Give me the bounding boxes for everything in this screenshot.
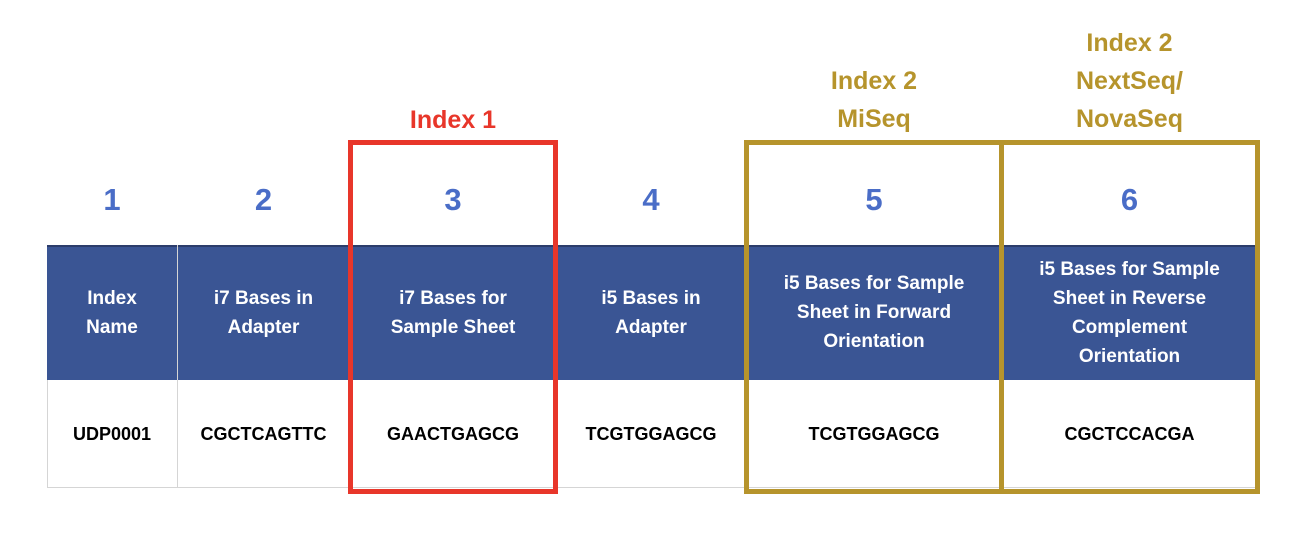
column-number-5: 5: [865, 182, 883, 217]
header-i5-forward: i5 Bases for Sample Sheet in Forward Ori…: [783, 273, 965, 352]
header-i5-reverse-complement: i5 Bases for Sample Sheet in Reverse Com…: [1039, 258, 1220, 367]
cell-i5-forward: TCGTGGAGCG: [808, 423, 940, 444]
header-i7-bases-sample-sheet: i7 Bases for Sample Sheet: [390, 287, 516, 338]
grid-line: [177, 245, 178, 488]
index1-label: Index 1: [409, 106, 497, 134]
column-number-4: 4: [642, 182, 660, 217]
index2-miseq-label: Index 2 MiSeq: [830, 67, 918, 133]
column-number-3: 3: [444, 182, 462, 217]
index1-highlight-box: [348, 140, 558, 494]
cell-i5-reverse-complement: CGCTCCACGA: [1064, 423, 1195, 444]
grid-line: [47, 487, 1255, 488]
table-header-band: [47, 245, 1255, 380]
cell-index-name: UDP0001: [72, 423, 152, 444]
cell-i7-adapter: CGCTCAGTTC: [200, 423, 327, 444]
index2-divider: [999, 140, 1004, 494]
cell-i5-adapter: TCGTGGAGCG: [585, 423, 717, 444]
header-index-name: Index Name: [86, 287, 138, 338]
index2-nextseq-label: Index 2 NextSeq/ NovaSeq: [1076, 29, 1183, 133]
column-number-1: 1: [103, 182, 121, 217]
column-number-2: 2: [254, 182, 273, 217]
header-i5-bases-adapter: i5 Bases in Adapter: [601, 287, 701, 338]
cell-i7-sample-sheet: GAACTGAGCG: [387, 423, 519, 444]
header-i7-bases-adapter: i7 Bases in Adapter: [213, 287, 314, 338]
column-number-6: 6: [1120, 182, 1139, 217]
grid-line: [47, 380, 48, 488]
